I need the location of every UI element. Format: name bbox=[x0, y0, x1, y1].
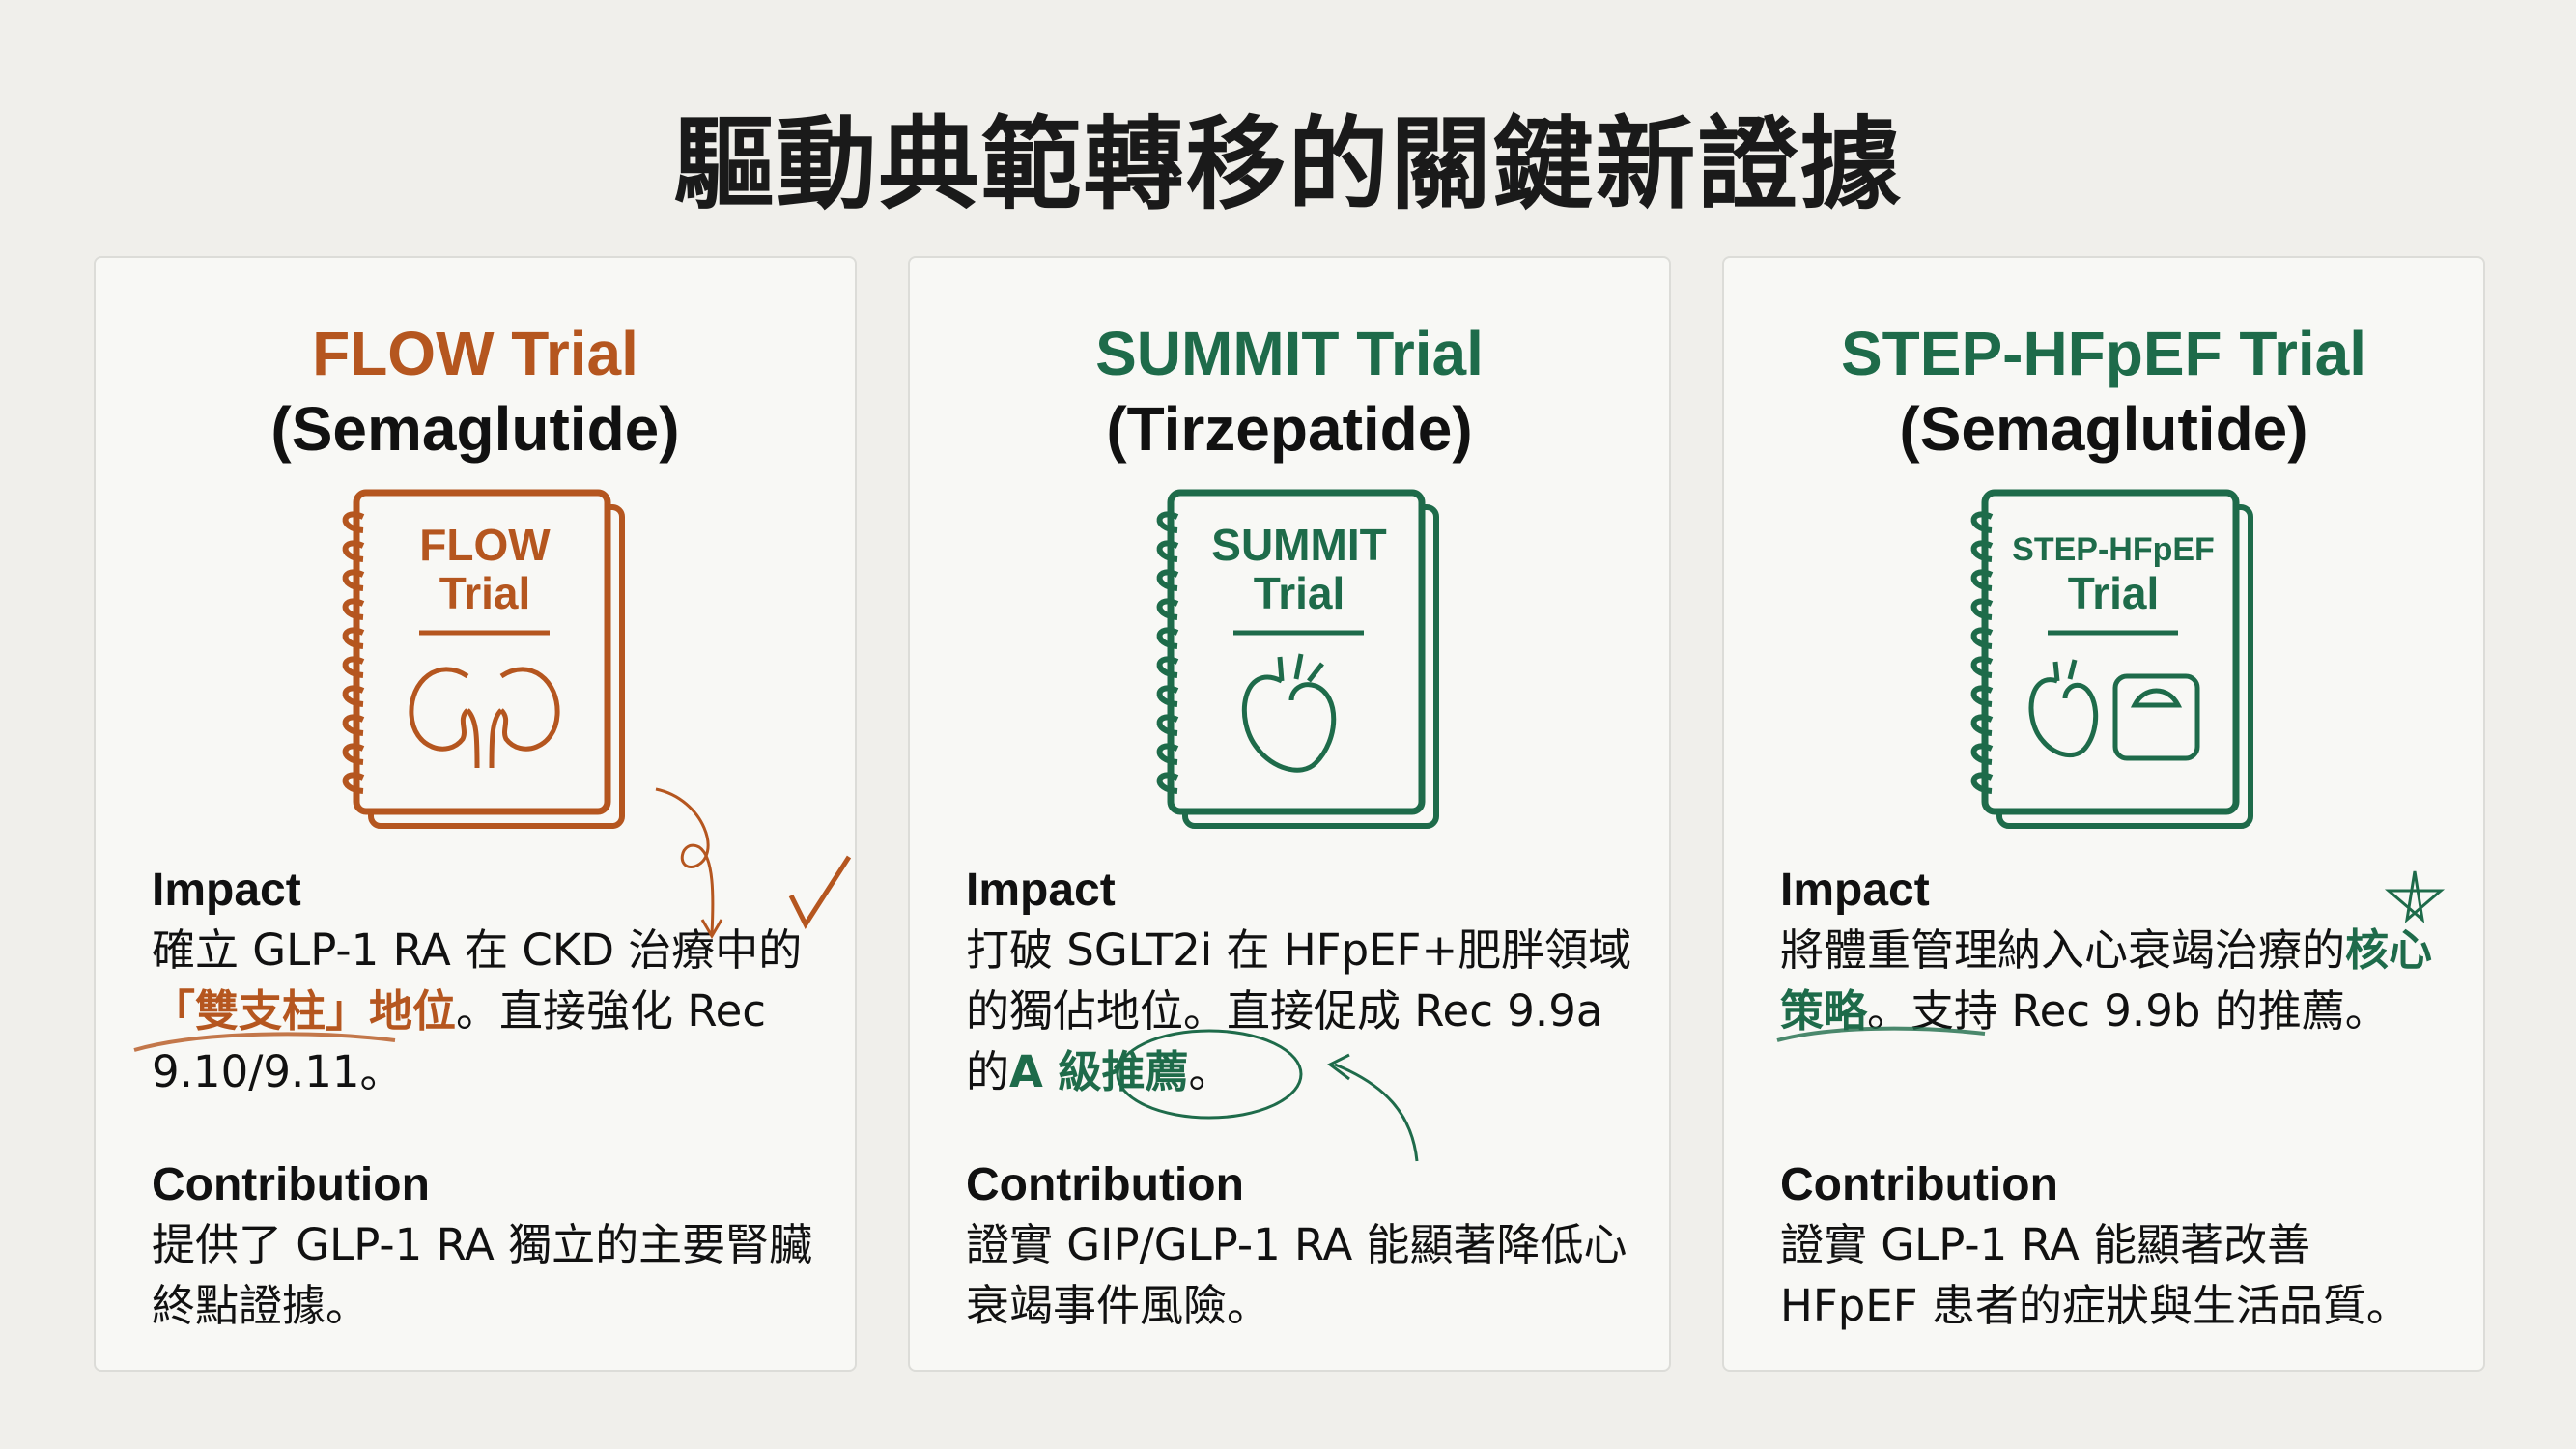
heart-icon bbox=[1241, 653, 1337, 773]
contribution-section: Contribution 證實 GIP/GLP-1 RA 能顯著降低心衰竭事件風… bbox=[966, 1156, 1640, 1336]
contribution-text: 提供了 GLP-1 RA 獨立的主要腎臟終點證據。 bbox=[152, 1219, 813, 1331]
page-title: 驅動典範轉移的關鍵新證據 bbox=[673, 105, 1903, 223]
impact-label: Impact bbox=[966, 865, 1116, 916]
impact-section: Impact 打破 SGLT2i 在 HFpEF+肥胖領域的獨佔地位。直接促成 … bbox=[966, 862, 1640, 1102]
card-title: FLOW Trial (Semaglutide) bbox=[96, 316, 855, 467]
drug-name: (Semaglutide) bbox=[1899, 394, 2308, 464]
impact-label: Impact bbox=[1780, 865, 1930, 916]
impact-text: 確立 GLP-1 RA 在 CKD 治療中的 bbox=[152, 924, 803, 976]
trial-card-summit: SUMMIT Trial (Tirzepatide) SUMMIT Trial … bbox=[908, 256, 1671, 1372]
notebook-label-2: Trial bbox=[439, 568, 531, 618]
contribution-section: Contribution 提供了 GLP-1 RA 獨立的主要腎臟終點證據。 bbox=[152, 1156, 826, 1336]
contribution-text: 證實 GIP/GLP-1 RA 能顯著降低心衰竭事件風險。 bbox=[966, 1219, 1628, 1331]
trial-card-flow: FLOW Trial (Semaglutide) FLOW Trial Impa… bbox=[94, 256, 857, 1372]
contribution-text: 證實 GLP-1 RA 能顯著改善 HFpEF 患者的症狀與生活品質。 bbox=[1780, 1219, 2410, 1331]
trial-name: STEP-HFpEF Trial bbox=[1840, 319, 2367, 388]
drug-name: (Semaglutide) bbox=[270, 394, 680, 464]
contribution-label: Contribution bbox=[152, 1159, 430, 1210]
card-title: STEP-HFpEF Trial (Semaglutide) bbox=[1724, 316, 2483, 467]
notebook-icon: FLOW Trial bbox=[342, 489, 625, 829]
heart-icon bbox=[2028, 659, 2099, 757]
notebook-label-2: Trial bbox=[1254, 568, 1345, 618]
impact-text-end: 。直接強化 Rec 9.10/9.11。 bbox=[152, 985, 766, 1097]
impact-text: 將體重管理納入心衰竭治療的 bbox=[1780, 924, 2346, 976]
card-title: SUMMIT Trial (Tirzepatide) bbox=[910, 316, 1669, 467]
impact-text-end: 。 bbox=[1188, 1046, 1232, 1097]
impact-section: Impact 將體重管理納入心衰竭治療的核心策略。支持 Rec 9.9b 的推薦… bbox=[1780, 862, 2454, 1041]
trial-name: SUMMIT Trial bbox=[1095, 319, 1484, 388]
impact-section: Impact 確立 GLP-1 RA 在 CKD 治療中的「雙支柱」地位。直接強… bbox=[152, 862, 826, 1102]
contribution-label: Contribution bbox=[966, 1159, 1244, 1210]
notebook-label-1: SUMMIT bbox=[1211, 520, 1386, 570]
trial-card-step-hfpef: STEP-HFpEF Trial (Semaglutide) STEP-HFpE… bbox=[1722, 256, 2485, 1372]
notebook-label-1: STEP-HFpEF bbox=[2012, 531, 2215, 568]
scale-icon bbox=[2112, 673, 2200, 761]
contribution-section: Contribution 證實 GLP-1 RA 能顯著改善 HFpEF 患者的… bbox=[1780, 1156, 2454, 1336]
contribution-label: Contribution bbox=[1780, 1159, 2058, 1210]
notebook-icon: SUMMIT Trial bbox=[1156, 489, 1439, 829]
kidney-icon bbox=[409, 667, 560, 769]
impact-text: 打破 SGLT2i 在 HFpEF+肥胖領域的獨佔地位。直接促成 Rec 9.9… bbox=[966, 924, 1632, 1097]
impact-label: Impact bbox=[152, 865, 301, 916]
impact-highlight: A 級推薦 bbox=[1009, 1046, 1189, 1097]
impact-highlight: 「雙支柱」地位 bbox=[152, 985, 457, 1037]
drug-name: (Tirzepatide) bbox=[1106, 394, 1473, 464]
trial-name: FLOW Trial bbox=[312, 319, 638, 388]
notebook-label-1: FLOW bbox=[419, 520, 551, 570]
notebook-icon: STEP-HFpEF Trial bbox=[1970, 489, 2253, 829]
notebook-label-2: Trial bbox=[2068, 568, 2160, 618]
impact-text-end: 。支持 Rec 9.9b 的推薦。 bbox=[1867, 985, 2389, 1037]
